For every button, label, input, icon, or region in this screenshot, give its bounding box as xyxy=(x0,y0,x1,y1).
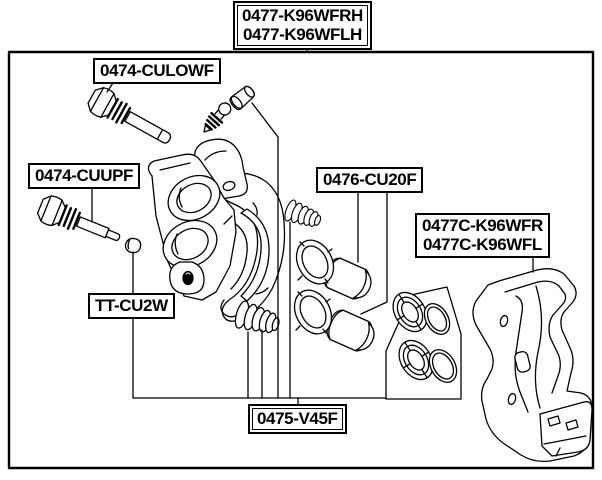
piston-drawing-2 xyxy=(326,309,375,352)
part-number-repair-kit: 0475-V45F xyxy=(252,408,343,431)
label-guide-pin-lower: 0474-CULOWF xyxy=(93,58,221,85)
piston-boot-ring-1 xyxy=(295,239,335,285)
label-caliper-bracket: 0477C-K96WFR 0477C-K96WFL xyxy=(415,213,550,259)
label-pin-cap: TT-CU2W xyxy=(88,293,175,320)
piston-drawing-1 xyxy=(323,257,372,300)
bleeder-screw-drawing xyxy=(203,102,232,133)
guide-pin-upper-drawing xyxy=(36,195,121,242)
caliper-bracket-drawing xyxy=(472,268,593,463)
caliper-body-drawing xyxy=(147,138,286,322)
guide-pin-lower-drawing xyxy=(87,87,172,144)
bleeder-cap-drawing xyxy=(229,85,255,111)
label-caliper-assembly: 0477-K96WFRH 0477-K96WFLH xyxy=(233,1,372,51)
label-cylinder-piston: 0476-CU20F xyxy=(316,167,424,194)
bellows-boot-large-drawing xyxy=(234,300,280,334)
repair-kit-group-drawing xyxy=(385,286,462,400)
diagram-frame xyxy=(7,50,595,470)
label-guide-pin-upper: 0474-CUUPF xyxy=(28,163,141,190)
part-number-assembly-lh: 0477-K96WFLH xyxy=(242,25,362,45)
label-repair-kit: 0475-V45F xyxy=(248,404,347,435)
part-number-bracket-l: 0477C-K96WFL xyxy=(422,235,542,255)
leader-lines xyxy=(91,46,534,406)
part-number-assembly-rh: 0477-K96WFRH xyxy=(242,6,363,25)
part-number-bracket-r: 0477C-K96WFR xyxy=(422,216,543,235)
bellows-boot-small-drawing xyxy=(284,199,322,227)
slide-pin-cap-drawing xyxy=(124,237,142,254)
piston-boot-ring-2 xyxy=(293,289,333,335)
